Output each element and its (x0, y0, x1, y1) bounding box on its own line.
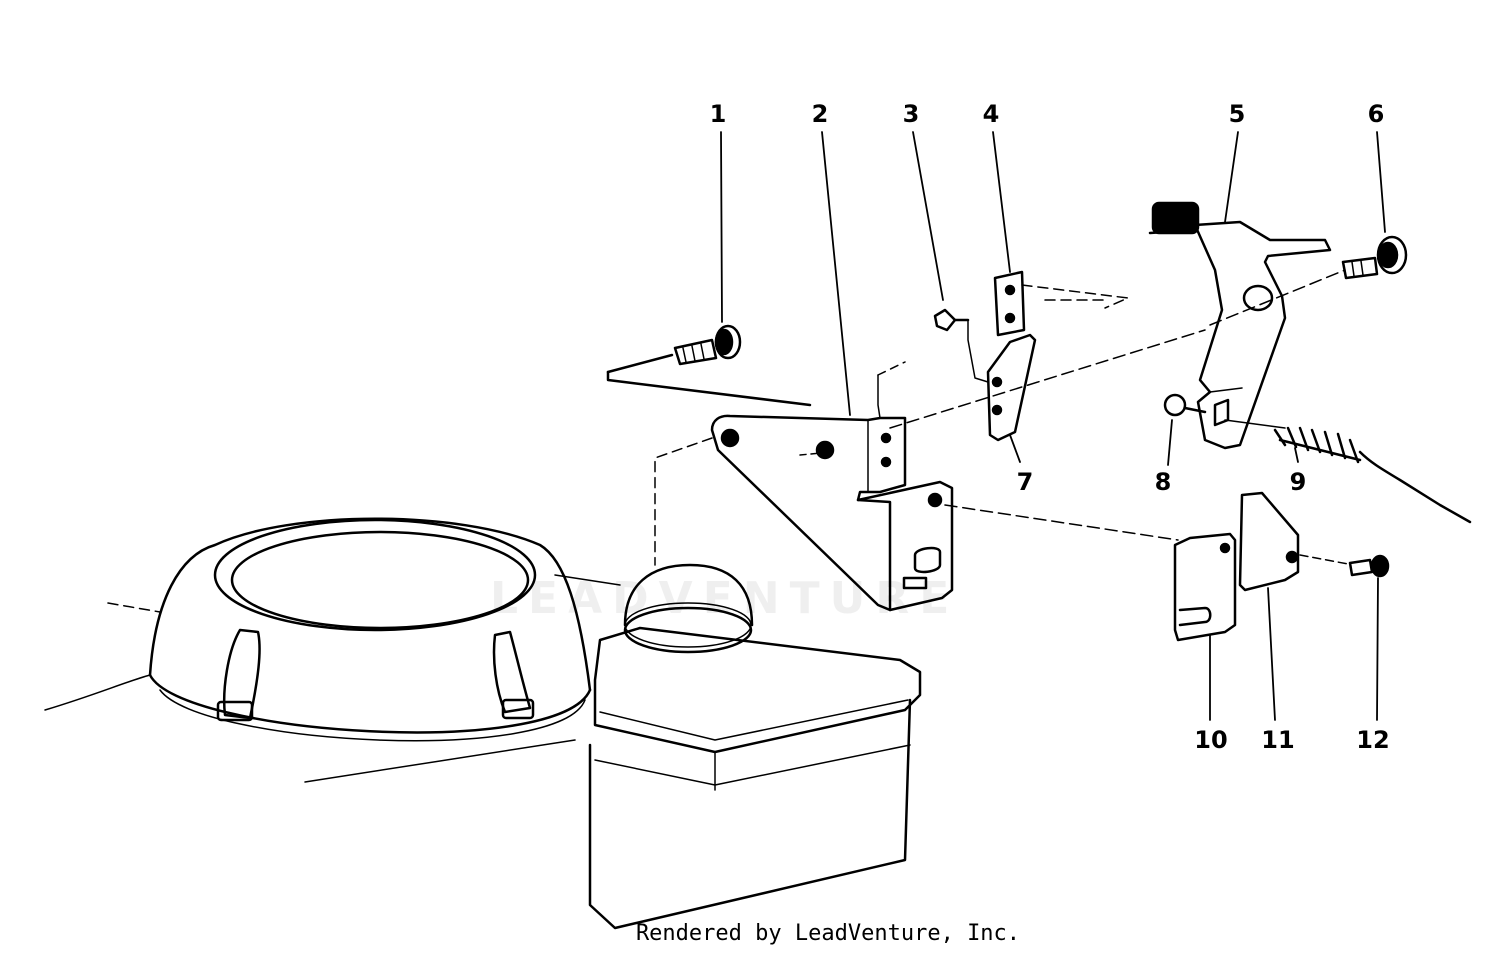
callout-8: 8 (1155, 468, 1172, 496)
part-12-screw (1299, 554, 1390, 578)
part-8-ball (1163, 393, 1207, 417)
credit-text: Rendered by LeadVenture, Inc. (636, 921, 1020, 946)
part-7-plate (986, 333, 1037, 442)
callout-10: 10 (1194, 726, 1227, 754)
callout-5: 5 (1229, 100, 1246, 128)
callout-2: 2 (812, 100, 829, 128)
watermark: LEADVENTURE (490, 573, 959, 624)
callout-9: 9 (1290, 468, 1307, 496)
callout-1: 1 (710, 100, 727, 128)
part-6-bolt (1341, 235, 1408, 280)
part-2-bracket (654, 361, 954, 612)
callout-6: 6 (1368, 100, 1385, 128)
part-10-plate (1173, 532, 1237, 642)
part-9-cable (1224, 419, 1472, 524)
air-cleaner-cover (148, 517, 592, 742)
callout-12: 12 (1356, 726, 1389, 754)
callout-4: 4 (983, 100, 1000, 128)
part-1-bolt (606, 324, 812, 407)
callout-labels: 1 2 3 4 5 6 7 8 9 10 11 12 (710, 100, 1390, 754)
callout-3: 3 (903, 100, 920, 128)
part-4-plate (993, 270, 1129, 337)
part-3-screw (933, 308, 989, 383)
assembly-lines (889, 269, 1346, 541)
part-11-plate (1238, 491, 1300, 592)
leader-lines (720, 131, 1386, 721)
callout-7: 7 (1017, 468, 1034, 496)
callout-11: 11 (1261, 726, 1294, 754)
part-5-lever (1148, 201, 1332, 450)
engine-body-lines (44, 574, 621, 783)
fuel-tank (588, 563, 922, 930)
